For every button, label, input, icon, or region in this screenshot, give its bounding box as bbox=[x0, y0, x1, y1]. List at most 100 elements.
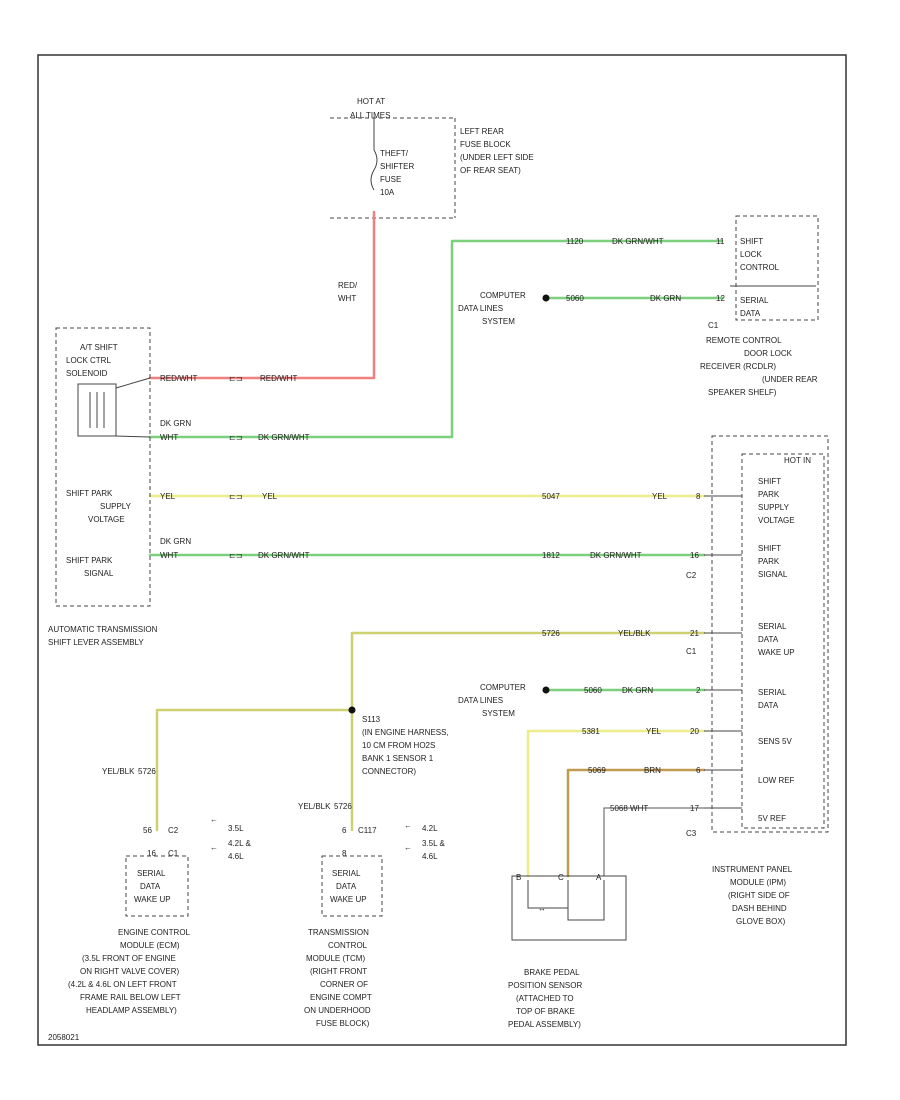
tcm-module: 6 C117 8 ← 4.2L ← 3.5L & 4.6L SERIAL DAT… bbox=[304, 821, 445, 1028]
tcm-arrow-2: ← bbox=[404, 843, 412, 852]
ipm-item-3b: DATA bbox=[758, 635, 779, 644]
ipm-item-4a: SERIAL bbox=[758, 688, 787, 697]
tcm-pin-8: 8 bbox=[342, 849, 347, 858]
bpp-name-5: PEDAL ASSEMBLY) bbox=[508, 1020, 581, 1029]
ipm-header: HOT IN bbox=[784, 456, 811, 465]
tcm-connector-c117: C117 bbox=[358, 826, 377, 835]
bpp-box bbox=[511, 875, 627, 941]
shift-lever-solenoid-3: SOLENOID bbox=[66, 369, 108, 378]
cdl-mid-1: COMPUTER bbox=[480, 683, 526, 692]
ipm-item-1b: PARK bbox=[758, 490, 780, 499]
ecm-name-6: FRAME RAIL BELOW LEFT bbox=[80, 993, 181, 1002]
tcm-name-5: CORNER OF bbox=[320, 980, 368, 989]
bpp-name-2: POSITION SENSOR bbox=[508, 981, 582, 990]
tcm-name-6: ENGINE COMPT bbox=[310, 993, 372, 1002]
fuse-name-1: THEFT/ bbox=[380, 149, 409, 158]
rcdlr-module: SHIFT LOCK CONTROL SERIAL DATA 11 12 C1 … bbox=[700, 215, 819, 397]
tcm-name-4: (RIGHT FRONT bbox=[310, 967, 367, 976]
cdl-top-2: DATA LINES bbox=[458, 304, 503, 313]
splice-dot-top bbox=[542, 294, 550, 302]
splice-name-1: S113 bbox=[362, 715, 381, 724]
rcdlr-item-2a: SERIAL bbox=[740, 296, 769, 305]
wire-label-5060-top: 5060 bbox=[566, 294, 584, 303]
wire-label-yel-1: YEL bbox=[160, 492, 176, 501]
connector-symbol-grn2: ⊏⊐ bbox=[229, 551, 242, 560]
ecm-box-2: DATA bbox=[140, 882, 161, 891]
ipm-pin-6: 6 bbox=[696, 766, 701, 775]
ecm-connector-c1: C1 bbox=[168, 849, 179, 858]
ipm-pin-2: 2 bbox=[696, 686, 701, 695]
bpp-pin-a: A bbox=[596, 873, 602, 882]
wire-label-red-a: RED/WHT bbox=[160, 374, 197, 383]
ipm-item-6: LOW REF bbox=[758, 776, 795, 785]
tcm-name-1: TRANSMISSION bbox=[308, 928, 369, 937]
ecm-engine-1: 3.5L bbox=[228, 824, 244, 833]
fuse-block-label-2: FUSE BLOCK bbox=[460, 140, 511, 149]
rcdlr-item-1a: SHIFT bbox=[740, 237, 763, 246]
ipm-name-5: GLOVE BOX) bbox=[736, 917, 786, 926]
wire-label-5726-tcm: 5726 bbox=[334, 802, 352, 811]
wire-label-yel-1b: YEL bbox=[262, 492, 278, 501]
wire-label-dk-grn-top: DK GRN bbox=[650, 294, 681, 303]
fuse-block-label-4: OF REAR SEAT) bbox=[460, 166, 521, 175]
tcm-name-2: CONTROL bbox=[328, 941, 368, 950]
tcm-pin-6: 6 bbox=[342, 826, 347, 835]
connector-symbol-red: ⊏⊐ bbox=[229, 374, 242, 383]
ecm-engine-2: 4.2L & bbox=[228, 839, 251, 848]
rcdlr-connector-c1: C1 bbox=[708, 321, 719, 330]
bpp-sensor: B C A ↔ BRAKE PEDAL POSITION SENSOR (ATT… bbox=[508, 873, 627, 1029]
ipm-item-4b: DATA bbox=[758, 701, 779, 710]
bpp-internal-arrow: ↔ bbox=[538, 904, 546, 913]
wire-label-5047: 5047 bbox=[542, 492, 560, 501]
ipm-connector-c1: C1 bbox=[686, 647, 697, 656]
splice-dot-s113 bbox=[348, 706, 356, 714]
bpp-internal-circuit bbox=[527, 880, 605, 921]
ipm-item-1d: VOLTAGE bbox=[758, 516, 795, 525]
fuse-icon bbox=[370, 149, 378, 191]
fuse-name-2: SHIFTER bbox=[380, 162, 414, 171]
wire-yel-sens-5v bbox=[526, 729, 706, 878]
ecm-arrow-2: ← bbox=[210, 843, 218, 852]
fuse-block-label-1: LEFT REAR bbox=[460, 127, 504, 136]
wire-label-dk-grn-1b: WHT bbox=[160, 433, 178, 442]
shift-lever-supply-3: VOLTAGE bbox=[88, 515, 125, 524]
wire-label-yel-right: YEL bbox=[652, 492, 668, 501]
ecm-name-7: HEADLAMP ASSEMBLY) bbox=[86, 1006, 177, 1015]
rcdlr-name-2: DOOR LOCK bbox=[744, 349, 793, 358]
ecm-engine-3: 4.6L bbox=[228, 852, 244, 861]
shift-lever-name-2: SHIFT LEVER ASSEMBLY bbox=[48, 638, 144, 647]
bpp-name-1: BRAKE PEDAL bbox=[524, 968, 580, 977]
tcm-box-3: WAKE UP bbox=[330, 895, 367, 904]
rcdlr-name-3: RECEIVER (RCDLR) bbox=[700, 362, 776, 371]
solenoid-coil-icon bbox=[77, 383, 117, 437]
shift-lever-assembly: A/T SHIFT LOCK CTRL SOLENOID SHIFT PARK … bbox=[48, 327, 158, 647]
tcm-engine-1: 4.2L bbox=[422, 824, 438, 833]
wire-label-5068: 5068 WHT bbox=[610, 804, 648, 813]
ecm-connector-c2: C2 bbox=[168, 826, 179, 835]
ecm-name-4: ON RIGHT VALVE COVER) bbox=[80, 967, 179, 976]
solenoid-lead-top bbox=[115, 377, 151, 389]
rcdlr-item-1c: CONTROL bbox=[740, 263, 780, 272]
fuse-name-4: 10A bbox=[380, 188, 395, 197]
ipm-item-2c: SIGNAL bbox=[758, 570, 788, 579]
bpp-name-3: (ATTACHED TO bbox=[516, 994, 574, 1003]
shift-lever-supply-1: SHIFT PARK bbox=[66, 489, 113, 498]
wire-label-1812: 1812 bbox=[542, 551, 560, 560]
computer-data-lines-top: COMPUTER DATA LINES SYSTEM bbox=[458, 291, 526, 326]
splice-name-3: 10 CM FROM HO2S bbox=[362, 741, 435, 750]
ipm-item-2a: SHIFT bbox=[758, 544, 781, 553]
ipm-inner-box bbox=[741, 453, 825, 829]
wire-label-red-1: RED/ bbox=[338, 281, 358, 290]
ipm-item-3c: WAKE UP bbox=[758, 648, 795, 657]
fuse-block-label-3: (UNDER LEFT SIDE bbox=[460, 153, 534, 162]
ipm-connector-c2: C2 bbox=[686, 571, 697, 580]
rcdlr-pin-12: 12 bbox=[716, 294, 725, 303]
wire-label-5069: 5069 bbox=[588, 766, 606, 775]
tcm-name-8: FUSE BLOCK) bbox=[316, 1019, 370, 1028]
bpp-pin-b: B bbox=[516, 873, 521, 882]
rcdlr-name-5: SPEAKER SHELF) bbox=[708, 388, 777, 397]
fuse-section: HOT AT ALL TIMES THEFT/ SHIFTER FUSE 10A… bbox=[330, 97, 534, 219]
rcdlr-name-4: (UNDER REAR bbox=[762, 375, 818, 384]
computer-data-lines-mid: COMPUTER DATA LINES SYSTEM bbox=[458, 683, 526, 718]
